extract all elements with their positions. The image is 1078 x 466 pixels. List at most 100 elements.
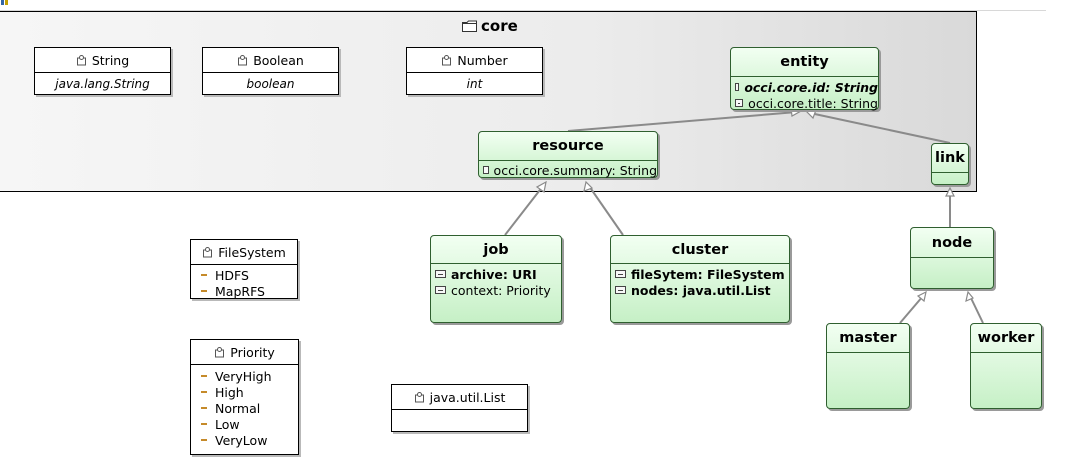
literal-marker bbox=[201, 407, 207, 409]
literal-marker bbox=[201, 290, 207, 292]
edge-worker-node[interactable] bbox=[969, 295, 984, 324]
attribute-text: nodes: java.util.List bbox=[631, 282, 771, 298]
enum-header: FileSystem bbox=[191, 240, 297, 265]
datatype-header: Number bbox=[407, 48, 542, 73]
class-attributes: archive: URI context: Priority bbox=[431, 264, 561, 298]
class-attributes bbox=[932, 173, 968, 185]
arrowhead-node-master bbox=[916, 290, 927, 303]
datatype-string[interactable]: String java.lang.String bbox=[34, 47, 171, 95]
class-master[interactable]: master bbox=[826, 323, 910, 409]
class-attribute: fileSytem: FileSystem bbox=[611, 266, 789, 282]
enum-literals: VeryHigh High Normal Low VeryLow bbox=[191, 365, 298, 448]
literal-text: High bbox=[215, 384, 244, 400]
literal-text: VeryLow bbox=[215, 432, 268, 448]
class-attribute: archive: URI bbox=[431, 266, 561, 282]
datatype-icon bbox=[414, 391, 424, 402]
edge-job-resource[interactable] bbox=[504, 185, 544, 236]
enum-literal: HDFS bbox=[191, 267, 297, 283]
attribute-text: occi.core.id: String bbox=[744, 79, 878, 95]
enum-literal: High bbox=[191, 384, 298, 400]
class-name: cluster bbox=[611, 236, 789, 264]
datatype-icon bbox=[76, 54, 86, 65]
class-attribute: nodes: java.util.List bbox=[611, 282, 789, 298]
datatype-name: Number bbox=[457, 52, 508, 68]
attribute-icon bbox=[615, 286, 626, 294]
datatype-header: String bbox=[35, 48, 170, 73]
attribute-text: occi.core.title: String bbox=[748, 95, 878, 111]
class-attributes: fileSytem: FileSystem nodes: java.util.L… bbox=[611, 264, 789, 298]
datatype-value: int bbox=[466, 76, 483, 91]
class-attribute: occi.core.id: String bbox=[731, 79, 878, 95]
class-name: worker bbox=[971, 324, 1041, 353]
class-name: master bbox=[827, 324, 909, 353]
attribute-icon bbox=[483, 166, 489, 174]
attribute-text: context: Priority bbox=[451, 282, 551, 298]
attribute-text: archive: URI bbox=[451, 266, 537, 282]
attribute-icon bbox=[435, 270, 446, 278]
arrowhead-link bbox=[945, 186, 955, 197]
datatype-number[interactable]: Number int bbox=[406, 47, 543, 95]
enum-literals: HDFS MapRFS bbox=[191, 265, 297, 299]
datatype-boolean[interactable]: Boolean boolean bbox=[202, 47, 339, 95]
arrowhead-resource-cluster bbox=[583, 180, 594, 192]
class-name: resource bbox=[479, 132, 657, 161]
class-attribute: context: Priority bbox=[431, 282, 561, 298]
literal-marker bbox=[201, 391, 207, 393]
class-attribute: occi.core.title: String bbox=[731, 95, 878, 111]
class-attributes: occi.core.id: String occi.core.title: St… bbox=[731, 77, 878, 111]
datatype-name: String bbox=[91, 52, 130, 68]
attribute-icon bbox=[735, 99, 744, 107]
literal-text: Normal bbox=[215, 400, 261, 416]
class-name: entity bbox=[731, 48, 878, 77]
edge-cluster-resource[interactable] bbox=[588, 185, 624, 236]
enum-literal: VeryHigh bbox=[191, 368, 298, 384]
class-node[interactable]: node bbox=[910, 227, 994, 289]
top-divider bbox=[0, 10, 1046, 11]
package-title: core bbox=[462, 16, 518, 36]
edge-master-node[interactable] bbox=[899, 295, 924, 324]
enumeration-icon bbox=[203, 246, 213, 257]
datatype-header: Boolean bbox=[203, 48, 338, 73]
class-worker[interactable]: worker bbox=[970, 323, 1042, 409]
class-entity[interactable]: entity occi.core.id: String occi.core.ti… bbox=[730, 47, 879, 111]
class-name: job bbox=[431, 236, 561, 264]
attribute-text: fileSytem: FileSystem bbox=[631, 266, 785, 282]
datatype-name: java.util.List bbox=[429, 389, 506, 405]
class-resource[interactable]: resource occi.core.summary: String bbox=[478, 131, 658, 178]
class-link[interactable]: link bbox=[931, 143, 969, 185]
enum-name: Priority bbox=[230, 344, 275, 360]
attribute-text: occi.core.summary: String bbox=[493, 162, 657, 178]
folder-icon bbox=[462, 20, 477, 32]
literal-text: HDFS bbox=[215, 267, 249, 283]
datatype-java-util-list[interactable]: java.util.List bbox=[391, 384, 528, 432]
datatype-name: Boolean bbox=[253, 52, 304, 68]
enumeration-icon bbox=[215, 346, 225, 357]
enum-literal: MapRFS bbox=[191, 283, 297, 299]
literal-marker bbox=[201, 375, 207, 377]
enum-filesystem[interactable]: FileSystem HDFS MapRFS bbox=[190, 239, 298, 299]
literal-text: MapRFS bbox=[215, 283, 265, 299]
class-name: node bbox=[911, 228, 993, 258]
package-name: core bbox=[481, 17, 518, 35]
edge-link-entity[interactable] bbox=[809, 112, 951, 144]
literal-marker bbox=[201, 423, 207, 425]
attribute-icon bbox=[615, 270, 626, 278]
datatype-value: boolean bbox=[246, 76, 295, 91]
class-job[interactable]: job archive: URI context: Priority bbox=[430, 235, 562, 323]
edge-resource-entity[interactable] bbox=[567, 111, 798, 132]
corner-mark bbox=[1, 0, 8, 5]
enum-priority[interactable]: Priority VeryHigh High Normal Low VeryLo… bbox=[190, 339, 299, 455]
class-name: link bbox=[932, 144, 968, 173]
datatype-value: java.lang.String bbox=[55, 76, 150, 91]
enum-literal: Normal bbox=[191, 400, 298, 416]
class-cluster[interactable]: cluster fileSytem: FileSystem nodes: jav… bbox=[610, 235, 790, 323]
enum-header: Priority bbox=[191, 340, 298, 365]
attribute-icon bbox=[435, 286, 446, 294]
literal-marker bbox=[201, 274, 207, 276]
arrowhead-resource-job bbox=[535, 180, 547, 194]
enum-literal: VeryLow bbox=[191, 432, 298, 448]
arrowhead-entity-link bbox=[804, 109, 817, 120]
literal-text: VeryHigh bbox=[215, 368, 272, 384]
enum-name: FileSystem bbox=[218, 244, 286, 260]
